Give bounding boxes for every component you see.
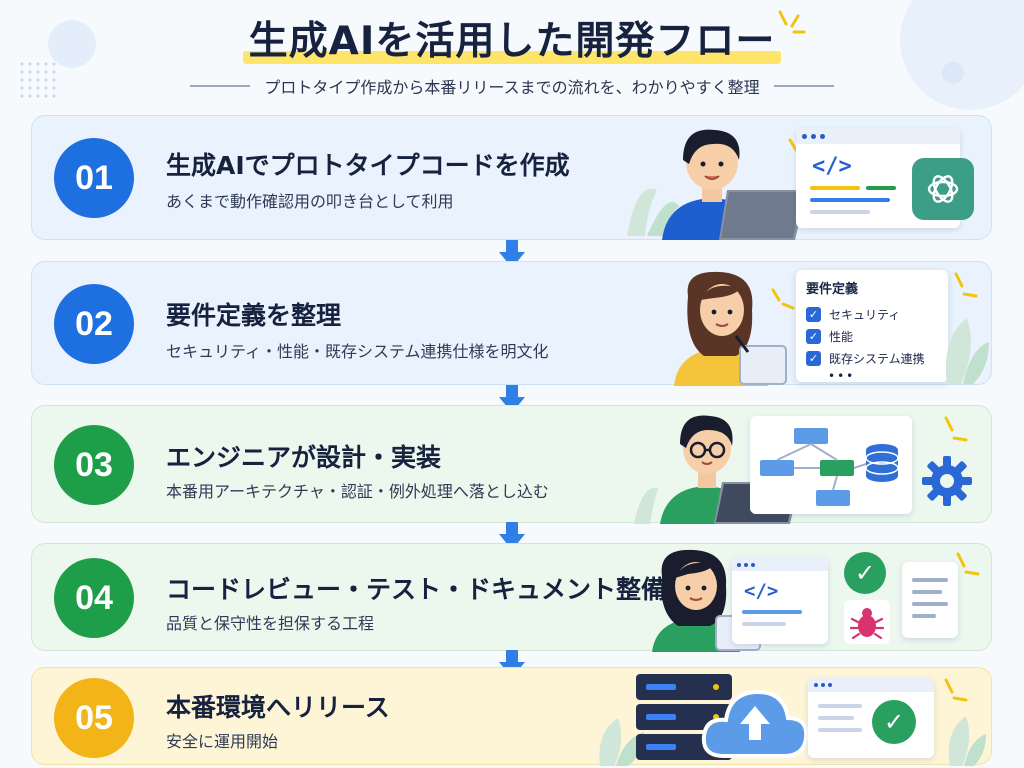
bg-dot-grid [18, 60, 58, 100]
sparkle-icon [944, 416, 968, 442]
step-number-badge: 04 [54, 558, 134, 638]
flow-arrow [499, 240, 525, 268]
code-icon: </> [744, 580, 779, 602]
subtitle-line-left [190, 85, 251, 87]
step-title: 生成AIでプロトタイプコードを作成 [166, 151, 570, 180]
step-description: あくまで動作確認用の叩き台として利用 [166, 192, 454, 211]
step-2: 02 要件定義を整理 セキュリティ・性能・既存システム連携仕様を明文化 要件定義… [31, 261, 992, 386]
document-icon [902, 562, 958, 638]
ai-knot-icon [927, 175, 959, 203]
flow-arrow [499, 650, 525, 678]
requirements-checklist: 要件定義 ✓ セキュリティ ✓ 性能 ✓ 既存システム連携 ••• [796, 270, 948, 383]
code-line [810, 198, 890, 202]
flow-arrow [499, 522, 525, 550]
checklist-item: ✓ セキュリティ [806, 303, 938, 325]
step-number-badge: 03 [54, 425, 134, 505]
code-review-window: </> [732, 558, 828, 644]
content-line [818, 704, 862, 708]
leaf-decoration [945, 318, 989, 384]
step-5: 05 本番環境へリリース 安全に運用開始 ✓ [31, 667, 992, 766]
cloud-upload-icon [701, 689, 809, 758]
code-line [742, 622, 786, 626]
content-line [818, 728, 862, 732]
release-window: ✓ [808, 678, 934, 758]
step-number-badge: 05 [54, 678, 134, 758]
subtitle-row: プロトタイプ作成から本番リリースまでの流れを、わかりやすく整理 [0, 74, 1024, 98]
checklist-item-label: 既存システム連携 [829, 351, 925, 366]
ai-logo-icon [912, 158, 974, 220]
window-titlebar [796, 128, 960, 144]
window-titlebar [808, 678, 934, 692]
woman-with-tablet-illustration [674, 271, 787, 386]
code-line [810, 210, 870, 214]
step-title: 要件定義を整理 [166, 301, 342, 330]
checklist-item-label: 性能 [829, 329, 854, 344]
step-title: エンジニアが設計・実装 [166, 443, 442, 472]
bg-circle [942, 62, 964, 84]
woman-reviewing-illustration [652, 549, 761, 652]
page-title: 生成AIを活用した開発フロー [242, 10, 782, 66]
checkbox-checked-icon: ✓ [806, 306, 821, 322]
checklist-item: ✓ 性能 [806, 325, 938, 347]
gear-icon [922, 456, 972, 506]
checklist-title: 要件定義 [806, 282, 859, 297]
sparkle-icon [956, 552, 980, 576]
code-line [810, 186, 860, 190]
content-line [818, 716, 854, 720]
sparkle-icon [778, 10, 806, 34]
step-number-badge: 01 [54, 138, 134, 218]
step-1: 01 生成AIでプロトタイプコードを作成 あくまで動作確認用の叩き台として利用 … [31, 115, 992, 240]
code-line [742, 610, 802, 614]
sparkle-icon [771, 288, 795, 310]
step-number-badge: 02 [54, 284, 134, 364]
step-description: 安全に運用開始 [166, 732, 279, 751]
leaf-decoration [948, 716, 986, 766]
flowchart-icon [760, 428, 899, 506]
sparkle-icon [944, 678, 968, 702]
bug-icon [844, 600, 890, 644]
checkbox-checked-icon: ✓ [806, 350, 821, 366]
step-3: 03 エンジニアが設計・実装 本番用アーキテクチャ・認証・例外処理へ落とし込む [31, 405, 992, 524]
step-description: セキュリティ・性能・既存システム連携仕様を明文化 [166, 342, 549, 361]
step-title: コードレビュー・テスト・ドキュメント整備 [166, 575, 667, 604]
step-4: 04 コードレビュー・テスト・ドキュメント整備 品質と保守性を担保する工程 </… [31, 543, 992, 652]
checkbox-checked-icon: ✓ [806, 328, 821, 344]
code-line [866, 186, 896, 190]
developer-with-laptop-illustration [627, 129, 807, 240]
header: 生成AIを活用した開発フロー [0, 10, 1024, 66]
checklist-item-label: セキュリティ [829, 307, 901, 322]
checklist-item: ✓ 既存システム連携 [806, 347, 938, 369]
sparkle-icon [954, 272, 978, 298]
window-titlebar [732, 558, 828, 571]
step-description: 品質と保守性を担保する工程 [166, 614, 375, 633]
flow-arrow [499, 385, 525, 413]
step-title: 本番環境へリリース [166, 693, 390, 722]
check-circle-icon: ✓ [872, 700, 916, 744]
check-bubble-icon: ✓ [844, 552, 886, 594]
checklist-more: ••• [828, 369, 856, 383]
code-icon: </> [812, 154, 852, 179]
step-description: 本番用アーキテクチャ・認証・例外処理へ落とし込む [166, 482, 549, 501]
architecture-diagram [750, 416, 912, 514]
subtitle-line-right [773, 85, 834, 87]
subtitle: プロトタイプ作成から本番リリースまでの流れを、わかりやすく整理 [264, 78, 760, 97]
page-title-text: 生成AIを活用した開発フロー [248, 19, 776, 64]
